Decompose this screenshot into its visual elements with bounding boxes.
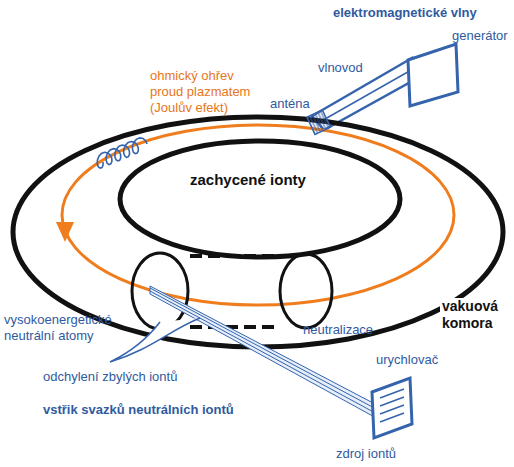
- part-label: generátor: [452, 28, 508, 44]
- current-arrowhead: [56, 222, 74, 242]
- note-label: odchylení zbylých iontů: [43, 369, 177, 385]
- part-label: vlnovod: [318, 60, 363, 76]
- torus-hole: [120, 141, 400, 257]
- process-label: ohmický ohřev proud plazmatem (Joulův ef…: [150, 68, 266, 116]
- deflected-ions: [110, 318, 200, 362]
- heading-label: elektromagnetické vlny: [333, 5, 477, 21]
- generator-box: [408, 44, 458, 106]
- part-label: vakuová komora: [440, 298, 510, 332]
- ion-spiral: [97, 138, 147, 168]
- part-label: urychlovač: [376, 352, 438, 368]
- beam-label: vysokoenergetické neutrální atomy: [4, 312, 132, 344]
- antenna: [307, 110, 330, 134]
- source-grid: [380, 389, 404, 422]
- neutral-beam: [150, 286, 380, 420]
- heading-label: vstřik svazků neutrálních iontů: [43, 402, 234, 418]
- ion-source: [372, 378, 412, 438]
- part-label: zdroj iontů: [336, 446, 396, 462]
- section-line: [190, 325, 280, 329]
- cross-section: [280, 254, 332, 328]
- section-line: [190, 254, 280, 258]
- plasma-current: [62, 125, 454, 305]
- region-label: zachycené ionty: [190, 172, 306, 188]
- part-label: neutralizace: [303, 322, 373, 338]
- part-label: anténa: [270, 96, 310, 112]
